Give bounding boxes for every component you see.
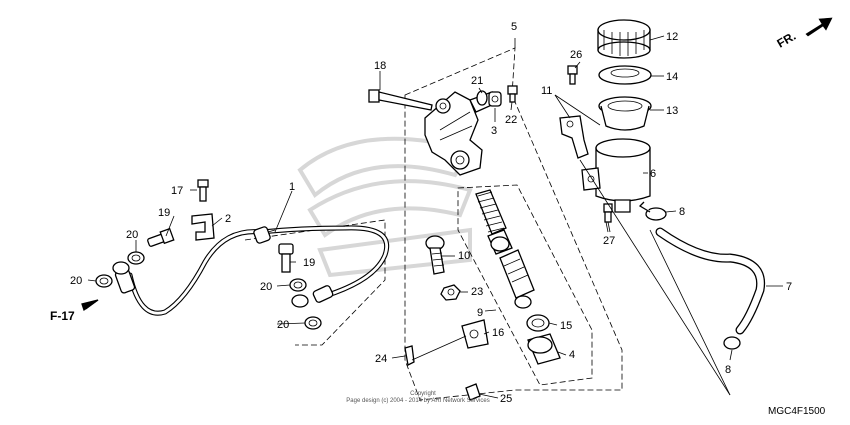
label-20d[interactable]: 20 xyxy=(277,319,289,331)
label-4[interactable]: 4 xyxy=(569,349,575,361)
washer-20-b[interactable] xyxy=(112,261,130,275)
washer-20-f-hole xyxy=(308,319,318,327)
hose-clip-upper[interactable] xyxy=(638,201,667,221)
hose-clip-lower[interactable] xyxy=(723,336,741,350)
leader-lines xyxy=(87,35,783,399)
label-19b[interactable]: 19 xyxy=(303,257,315,269)
joint-3[interactable] xyxy=(488,91,502,107)
label-22[interactable]: 22 xyxy=(505,114,517,126)
pin-24[interactable] xyxy=(404,345,415,366)
bolt-18[interactable] xyxy=(368,89,433,111)
o-ring-21[interactable] xyxy=(476,90,488,106)
label-20a[interactable]: 20 xyxy=(126,229,138,241)
label-23[interactable]: 23 xyxy=(471,286,483,298)
reservoir-tank[interactable] xyxy=(581,138,651,213)
push-rod-10[interactable] xyxy=(425,235,445,275)
label-20b[interactable]: 20 xyxy=(70,275,82,287)
piston[interactable] xyxy=(499,249,535,299)
svg-text:F-17: F-17 xyxy=(50,309,75,323)
label-13[interactable]: 13 xyxy=(666,105,678,117)
label-15[interactable]: 15 xyxy=(560,320,572,332)
label-5[interactable]: 5 xyxy=(511,21,517,33)
label-9[interactable]: 9 xyxy=(477,307,483,319)
washer-20-a-hole xyxy=(131,254,141,262)
label-27[interactable]: 27 xyxy=(603,235,615,247)
label-18[interactable]: 18 xyxy=(374,60,386,72)
secondary-cup[interactable] xyxy=(514,295,532,309)
washer-20-e[interactable] xyxy=(291,294,309,308)
kit-outline-9 xyxy=(457,184,593,386)
washer-20-d-hole xyxy=(293,281,303,289)
bolt-17[interactable] xyxy=(197,179,209,202)
bolt-19-right[interactable] xyxy=(278,243,294,273)
label-12[interactable]: 12 xyxy=(666,31,678,43)
svg-text:Copyright: Copyright xyxy=(410,391,436,397)
diaphragm[interactable] xyxy=(598,96,652,131)
brake-hose[interactable] xyxy=(114,225,389,316)
label-8b[interactable]: 8 xyxy=(725,364,731,376)
assembly-outline-5 xyxy=(404,47,623,401)
svg-text:Page design (c) 2004 - 2014 by: Page design (c) 2004 - 2014 by ARI Netwo… xyxy=(346,398,489,404)
washer-20-d[interactable] xyxy=(289,278,307,292)
reservoir-cap[interactable] xyxy=(597,19,651,59)
bolt-19-left[interactable] xyxy=(147,227,175,247)
label-16[interactable]: 16 xyxy=(492,327,504,339)
spring[interactable] xyxy=(475,189,507,235)
label-10[interactable]: 10 xyxy=(458,250,470,262)
reservoir-bracket[interactable] xyxy=(559,115,589,159)
label-26[interactable]: 26 xyxy=(570,49,582,61)
part-labels: 1 2 3 4 5 6 7 8 8 9 10 11 12 13 14 15 16… xyxy=(70,21,792,405)
washer-20-f[interactable] xyxy=(304,316,322,330)
label-21[interactable]: 21 xyxy=(471,75,483,87)
label-25[interactable]: 25 xyxy=(500,393,512,405)
label-17[interactable]: 17 xyxy=(171,185,183,197)
master-cylinder-body[interactable] xyxy=(424,91,495,176)
boot-4[interactable] xyxy=(527,333,561,365)
label-14[interactable]: 14 xyxy=(666,71,678,83)
washer-20-a[interactable] xyxy=(127,251,145,265)
hose-clamp[interactable] xyxy=(191,213,215,241)
cotter-pin-25[interactable] xyxy=(465,383,481,401)
label-20c[interactable]: 20 xyxy=(260,281,272,293)
reference-f17[interactable]: F-17 xyxy=(50,299,99,323)
label-7[interactable]: 7 xyxy=(786,281,792,293)
circlip-15[interactable] xyxy=(526,314,550,332)
screw-26[interactable] xyxy=(567,65,578,85)
washer-20-c-hole xyxy=(99,277,109,285)
diaphragm-plate[interactable] xyxy=(598,65,652,85)
front-direction-indicator: FR. xyxy=(775,17,833,51)
label-1[interactable]: 1 xyxy=(289,181,295,193)
svg-text:FR.: FR. xyxy=(775,29,799,51)
screw-27[interactable] xyxy=(603,203,613,223)
nut-23[interactable] xyxy=(440,284,461,301)
label-3[interactable]: 3 xyxy=(491,125,497,137)
screw-22[interactable] xyxy=(507,85,518,103)
label-11[interactable]: 11 xyxy=(541,85,552,97)
diagram-code: MGC4F1500 xyxy=(768,406,826,417)
clevis-16[interactable] xyxy=(461,319,489,349)
label-8a[interactable]: 8 xyxy=(679,206,685,218)
label-6[interactable]: 6 xyxy=(650,168,656,180)
label-2[interactable]: 2 xyxy=(225,213,231,225)
copyright-notice: Copyright Page design (c) 2004 - 2014 by… xyxy=(346,391,489,404)
washer-20-c[interactable] xyxy=(95,274,113,288)
label-19a[interactable]: 19 xyxy=(158,207,170,219)
primary-cup[interactable] xyxy=(487,229,513,255)
reservoir-hose[interactable] xyxy=(655,227,766,335)
direction-arrow-icon xyxy=(805,17,833,37)
label-24[interactable]: 24 xyxy=(375,353,387,365)
